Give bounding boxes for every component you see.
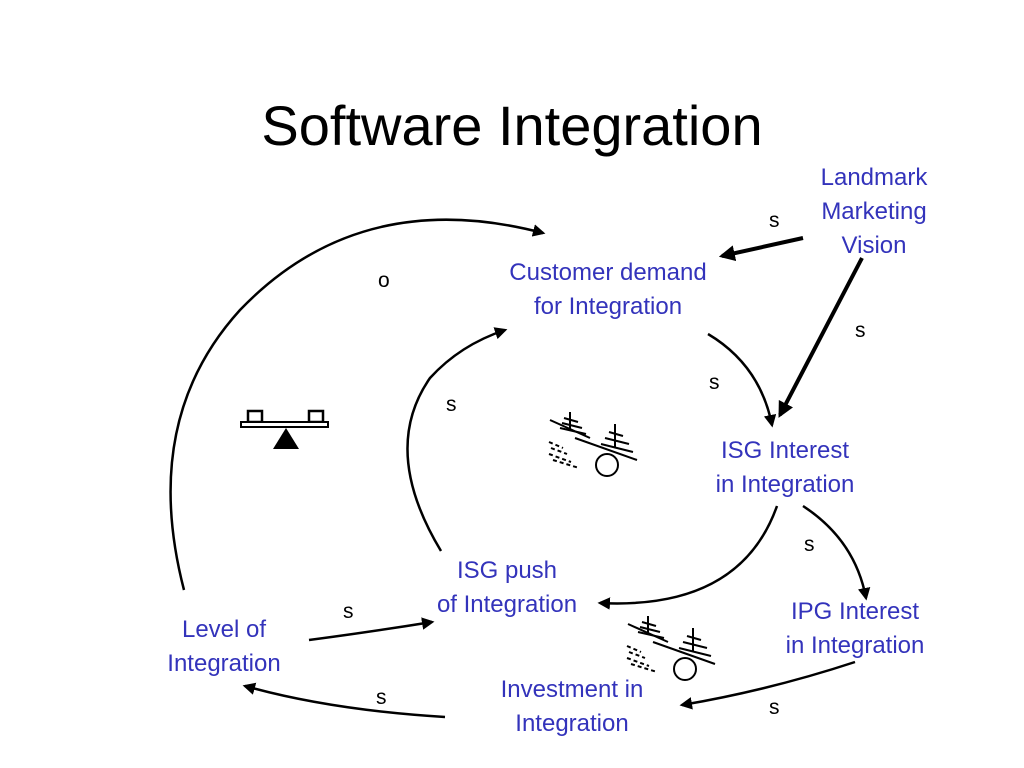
arrow-isg-push-to-customer-demand (406, 327, 508, 552)
polarity-ipg-investment: s (769, 696, 780, 719)
slide-title: Software Integration (261, 94, 763, 157)
node-customer-demand: Customer demand for Integration (509, 259, 707, 320)
arrow-level-to-isg-push (308, 617, 435, 642)
snowball-icon (626, 616, 716, 681)
node-investment: Investment in Integration (500, 676, 644, 737)
arrow-customer-demand-to-isg-interest (707, 332, 777, 428)
arrow-isg-interest-to-ipg-interest (802, 504, 871, 601)
polarity-landmark-isg-interest: s (855, 319, 866, 342)
arrow-isg-interest-to-isg-push (597, 505, 779, 610)
arrow-investment-to-level (242, 682, 446, 719)
polarity-level-customer: o (378, 269, 390, 292)
polarity-landmark-customer: s (769, 209, 780, 232)
polarity-isg-push-customer: s (446, 393, 457, 416)
node-ipg-interest: IPG Interest in Integration (785, 598, 925, 659)
arrow-landmark-to-customer-demand (718, 236, 804, 262)
node-isg-push: ISG push of Integration (436, 557, 578, 618)
arrow-ipg-interest-to-investment (679, 660, 856, 710)
snowball-icon (548, 412, 638, 477)
arrow-landmark-to-isg-interest (778, 257, 864, 418)
balance-scale-icon (240, 409, 329, 449)
polarity-investment-level: s (376, 686, 387, 709)
polarity-customer-isg-interest: s (709, 371, 720, 394)
polarity-isg-interest-ipg: s (804, 533, 815, 556)
node-landmark-marketing-vision: Landmark Marketing Vision (820, 164, 928, 259)
node-level-of-integration: Level of Integration (167, 616, 281, 677)
arrow-level-to-customer-demand (169, 218, 546, 591)
polarity-level-isg-push: s (343, 600, 354, 623)
node-isg-interest: ISG Interest in Integration (715, 437, 855, 498)
